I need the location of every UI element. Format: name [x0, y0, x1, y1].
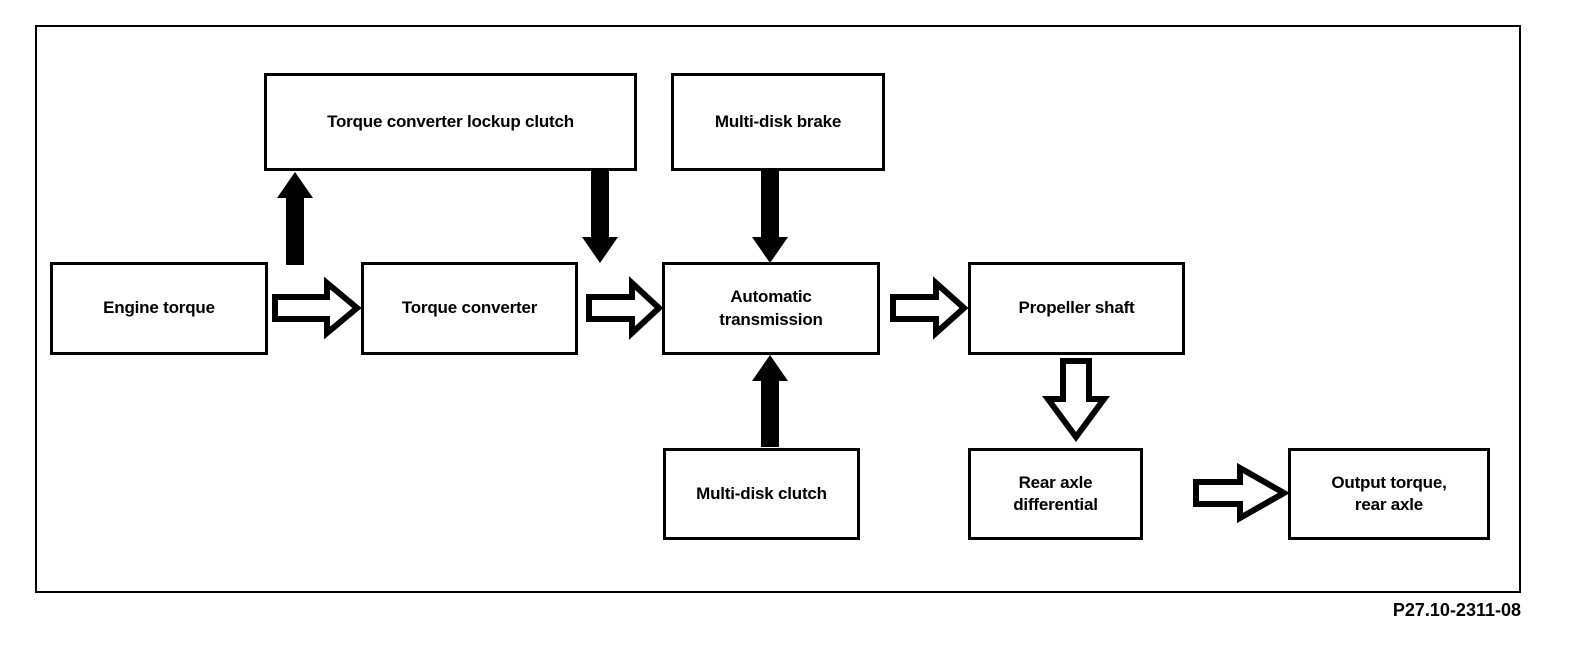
node-label: Output torque, rear axle — [1331, 472, 1447, 514]
node-label: Torque converter lockup clutch — [327, 111, 574, 131]
node-torque-converter[interactable]: Torque converter — [361, 262, 578, 355]
figure-caption: P27.10-2311-08 — [1392, 600, 1521, 620]
node-propeller-shaft[interactable]: Propeller shaft — [968, 262, 1185, 355]
node-label: Engine torque — [103, 298, 215, 318]
node-label: Multi-disk clutch — [696, 483, 827, 503]
arrow-brake-to-transmission-icon[interactable] — [752, 171, 788, 263]
node-label: Multi-disk brake — [714, 111, 842, 131]
node-label: Propeller shaft — [1018, 298, 1135, 318]
arrow-rear-axle-to-output-icon[interactable] — [1193, 462, 1291, 524]
arrow-converter-to-transmission-icon[interactable] — [586, 276, 664, 340]
node-automatic-transmission[interactable]: Automatic transmission — [662, 262, 880, 355]
node-torque-converter-lockup-clutch[interactable]: Torque converter lockup clutch — [264, 73, 637, 171]
arrow-lockup-clutch-to-converter-icon[interactable] — [582, 171, 618, 263]
node-multi-disk-clutch[interactable]: Multi-disk clutch — [663, 448, 860, 540]
node-label: Rear axle differential — [1013, 472, 1098, 514]
arrow-transmission-to-propeller-icon[interactable] — [890, 276, 969, 340]
node-rear-axle-differential[interactable]: Rear axle differential — [968, 448, 1143, 540]
node-output-torque-rear-axle[interactable]: Output torque, rear axle — [1288, 448, 1490, 540]
arrow-clutch-to-transmission-icon[interactable] — [752, 355, 788, 447]
node-multi-disk-brake[interactable]: Multi-disk brake — [671, 73, 885, 171]
node-engine-torque[interactable]: Engine torque — [50, 262, 268, 355]
node-label: Torque converter — [401, 298, 538, 318]
arrow-propeller-to-rear-axle-icon[interactable] — [1042, 358, 1110, 443]
node-label: Automatic transmission — [719, 287, 823, 329]
arrow-converter-to-lockup-clutch-icon[interactable] — [277, 172, 313, 265]
arrow-engine-to-converter-icon[interactable] — [272, 276, 362, 340]
